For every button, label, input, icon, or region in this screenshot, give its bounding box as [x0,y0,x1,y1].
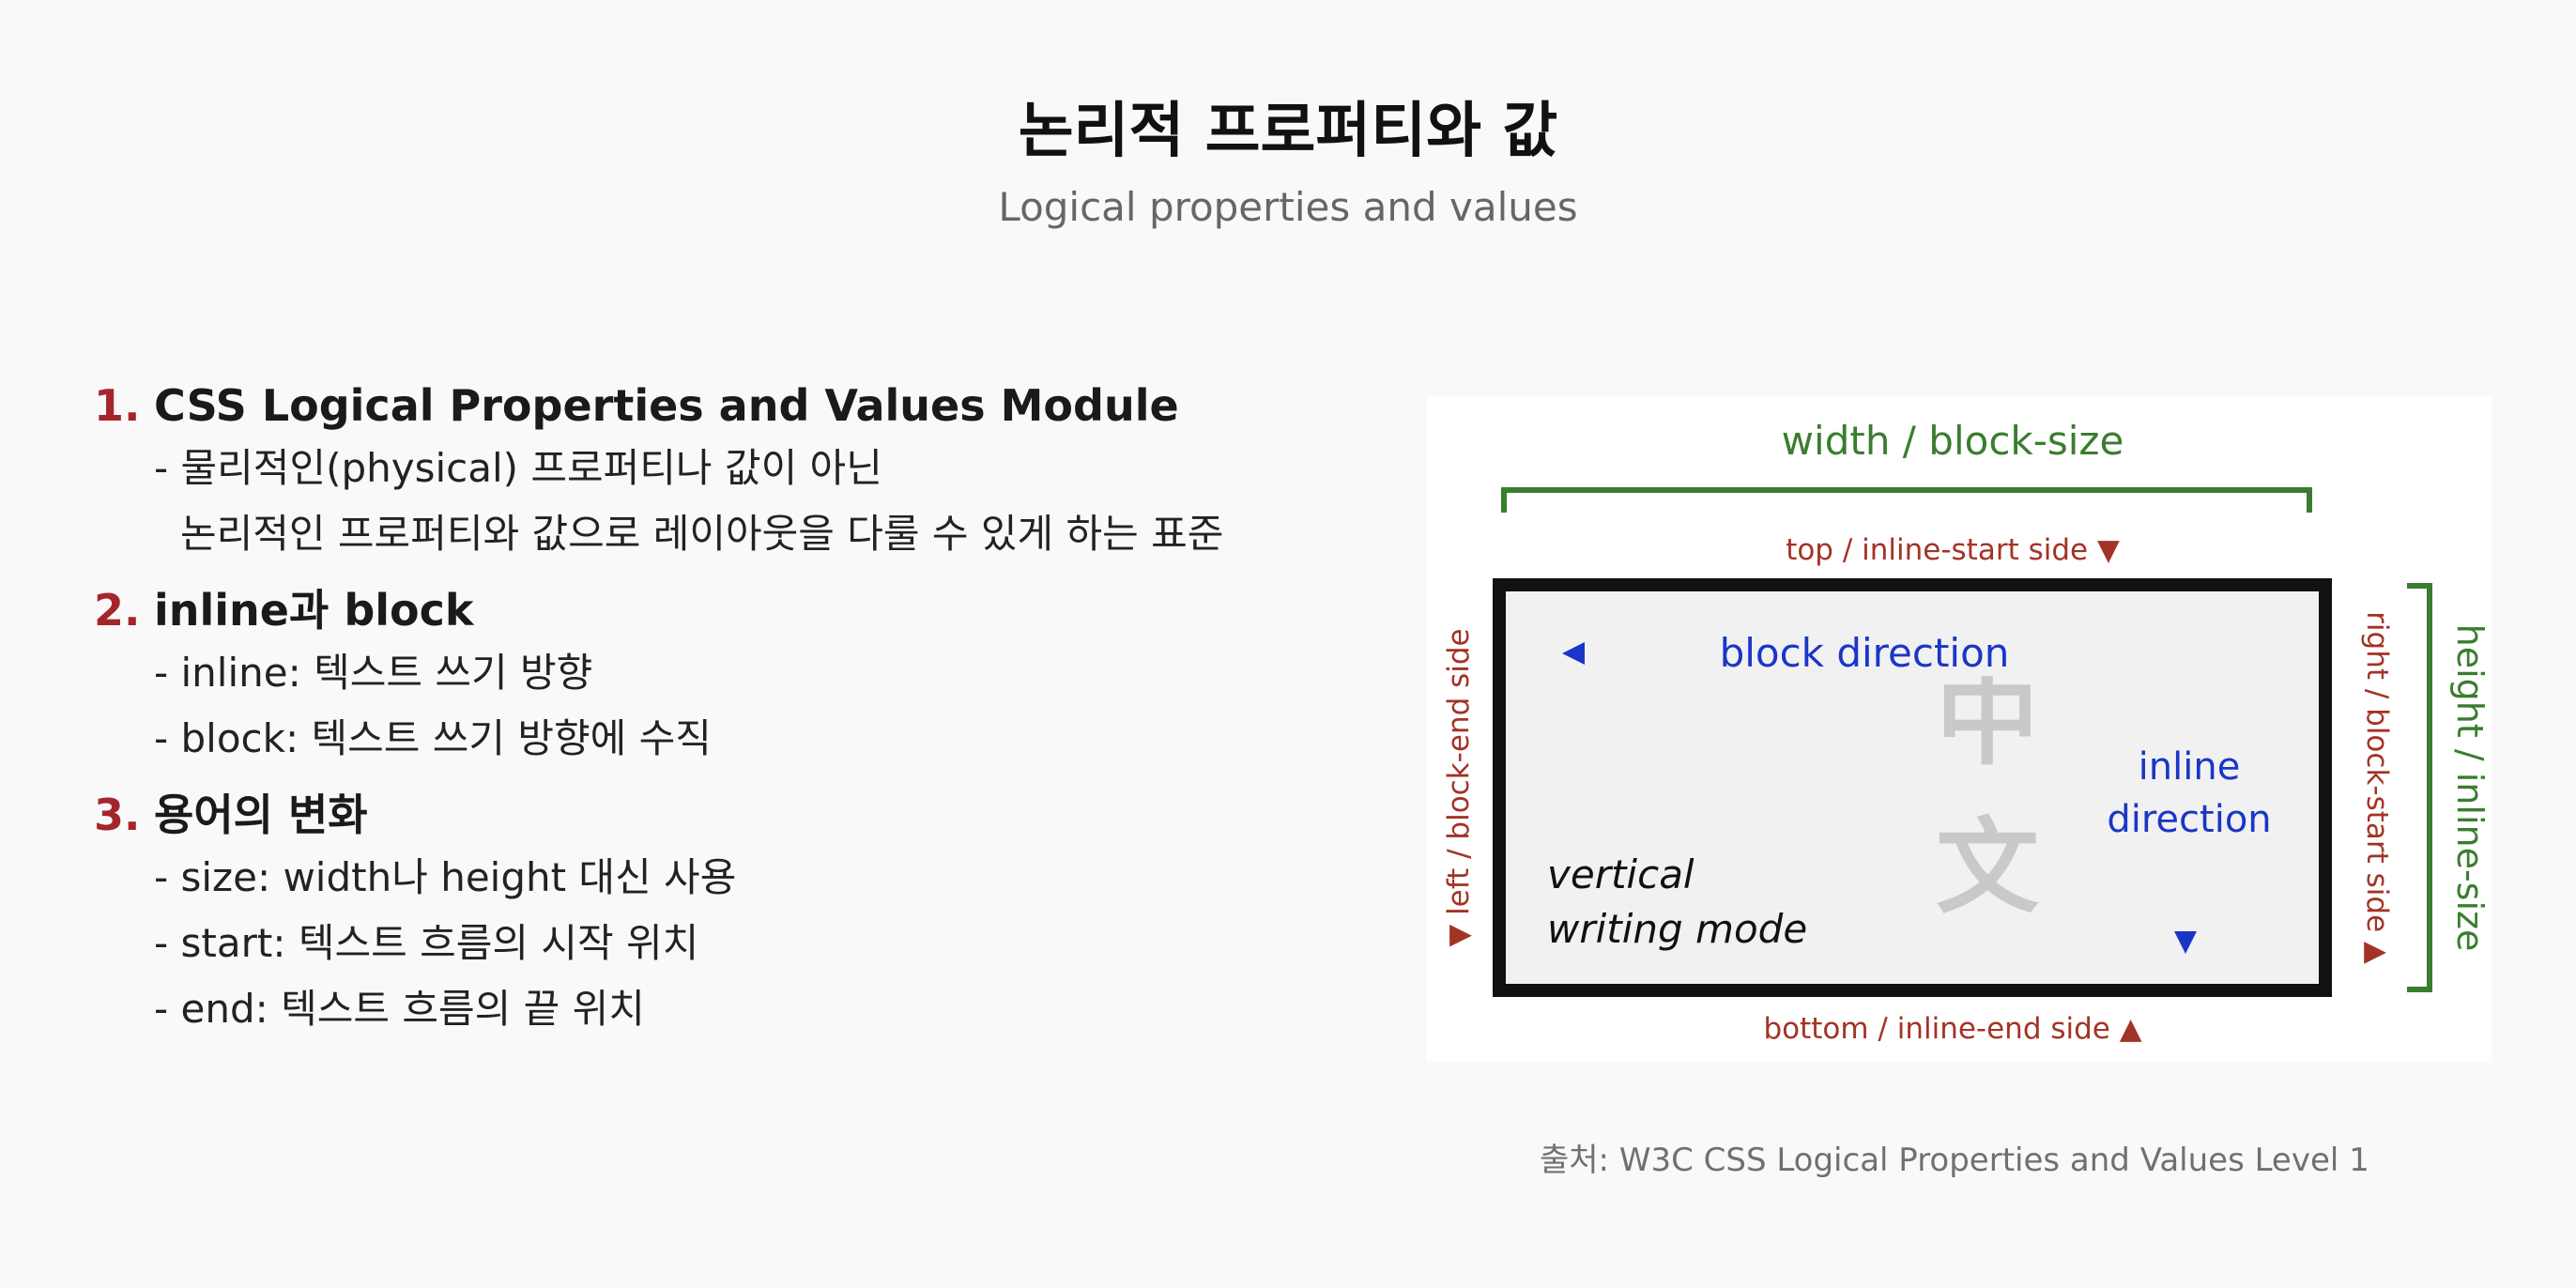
top-size-label: width / block-size [1782,418,2124,464]
block-direction-label: block direction [1720,630,2010,676]
label-backdrop [2084,745,2291,849]
section-heading: 1. CSS Logical Properties and Values Modu… [94,376,1223,436]
section-2: 2. inline과 block - inline: 텍스트 쓰기 방향 - bl… [94,580,1223,772]
page-subtitle: Logical properties and values [998,184,1578,230]
section-line: - inline: 텍스트 쓰기 방향 [154,650,593,696]
section-line: - block: 텍스트 쓰기 방향에 수직 [154,715,712,761]
section-line: 논리적인 프로퍼티와 값으로 레이아웃을 다룰 수 있게 하는 표준 [180,511,1224,557]
section-title: inline과 block [154,585,474,636]
section-number: 2. [94,585,141,636]
section-line: - size: width나 height 대신 사용 [154,854,737,900]
section-title: CSS Logical Properties and Values Module [154,380,1179,431]
right-side-label: right / block-start side ▲ [2360,611,2394,964]
source-caption: 출처: W3C CSS Logical Properties and Value… [1540,1142,2369,1179]
section-heading: 2. inline과 block [94,580,1223,640]
label-backdrop [1710,629,2018,676]
section-1: 1. CSS Logical Properties and Values Modu… [94,376,1223,567]
inline-direction-arrowhead [2174,931,2197,954]
writing-mode-label: vertical [1547,851,1694,897]
section-number: 3. [94,790,141,840]
topic-list: 1. CSS Logical Properties and Values Modu… [94,376,1223,1055]
right-size-label: height / inline-size [2449,624,2491,952]
cjk-glyph: 中 [1936,659,2039,779]
section-title: 용어의 변화 [154,790,368,840]
section-heading: 3. 용어의 변화 [94,785,1223,845]
top-size-bracket [1501,487,2312,513]
bottom-side-label: bottom / inline-end side ▲ [1763,1012,2141,1046]
cjk-glyph: 文 [1936,807,2039,928]
writing-mode-label: writing mode [1547,906,1807,952]
right-size-bracket [2407,583,2432,992]
section-line: - start: 텍스트 흐름의 시작 위치 [154,920,699,966]
diagram-panel: width / block-size top / inline-start si… [1427,396,2492,1063]
section-number: 1. [94,380,141,431]
logical-properties-diagram: width / block-size top / inline-start si… [1442,418,2491,1046]
left-side-label: ▼ left / block-end side [1442,628,1476,946]
section-line: - end: 텍스트 흐름의 끝 위치 [154,986,645,1032]
block-direction-arrowhead [1562,642,1585,665]
inline-direction-label: inline [2139,745,2241,789]
page-title: 논리적 프로퍼티와 값 [1018,97,1558,166]
section-line: - 물리적인(physical) 프로퍼티나 값이 아닌 [154,445,882,491]
top-side-label: top / inline-start side ▼ [1786,533,2120,567]
section-3: 3. 용어의 변화 - size: width나 height 대신 사용 - s… [94,785,1223,1042]
inline-direction-label: direction [2107,798,2271,841]
